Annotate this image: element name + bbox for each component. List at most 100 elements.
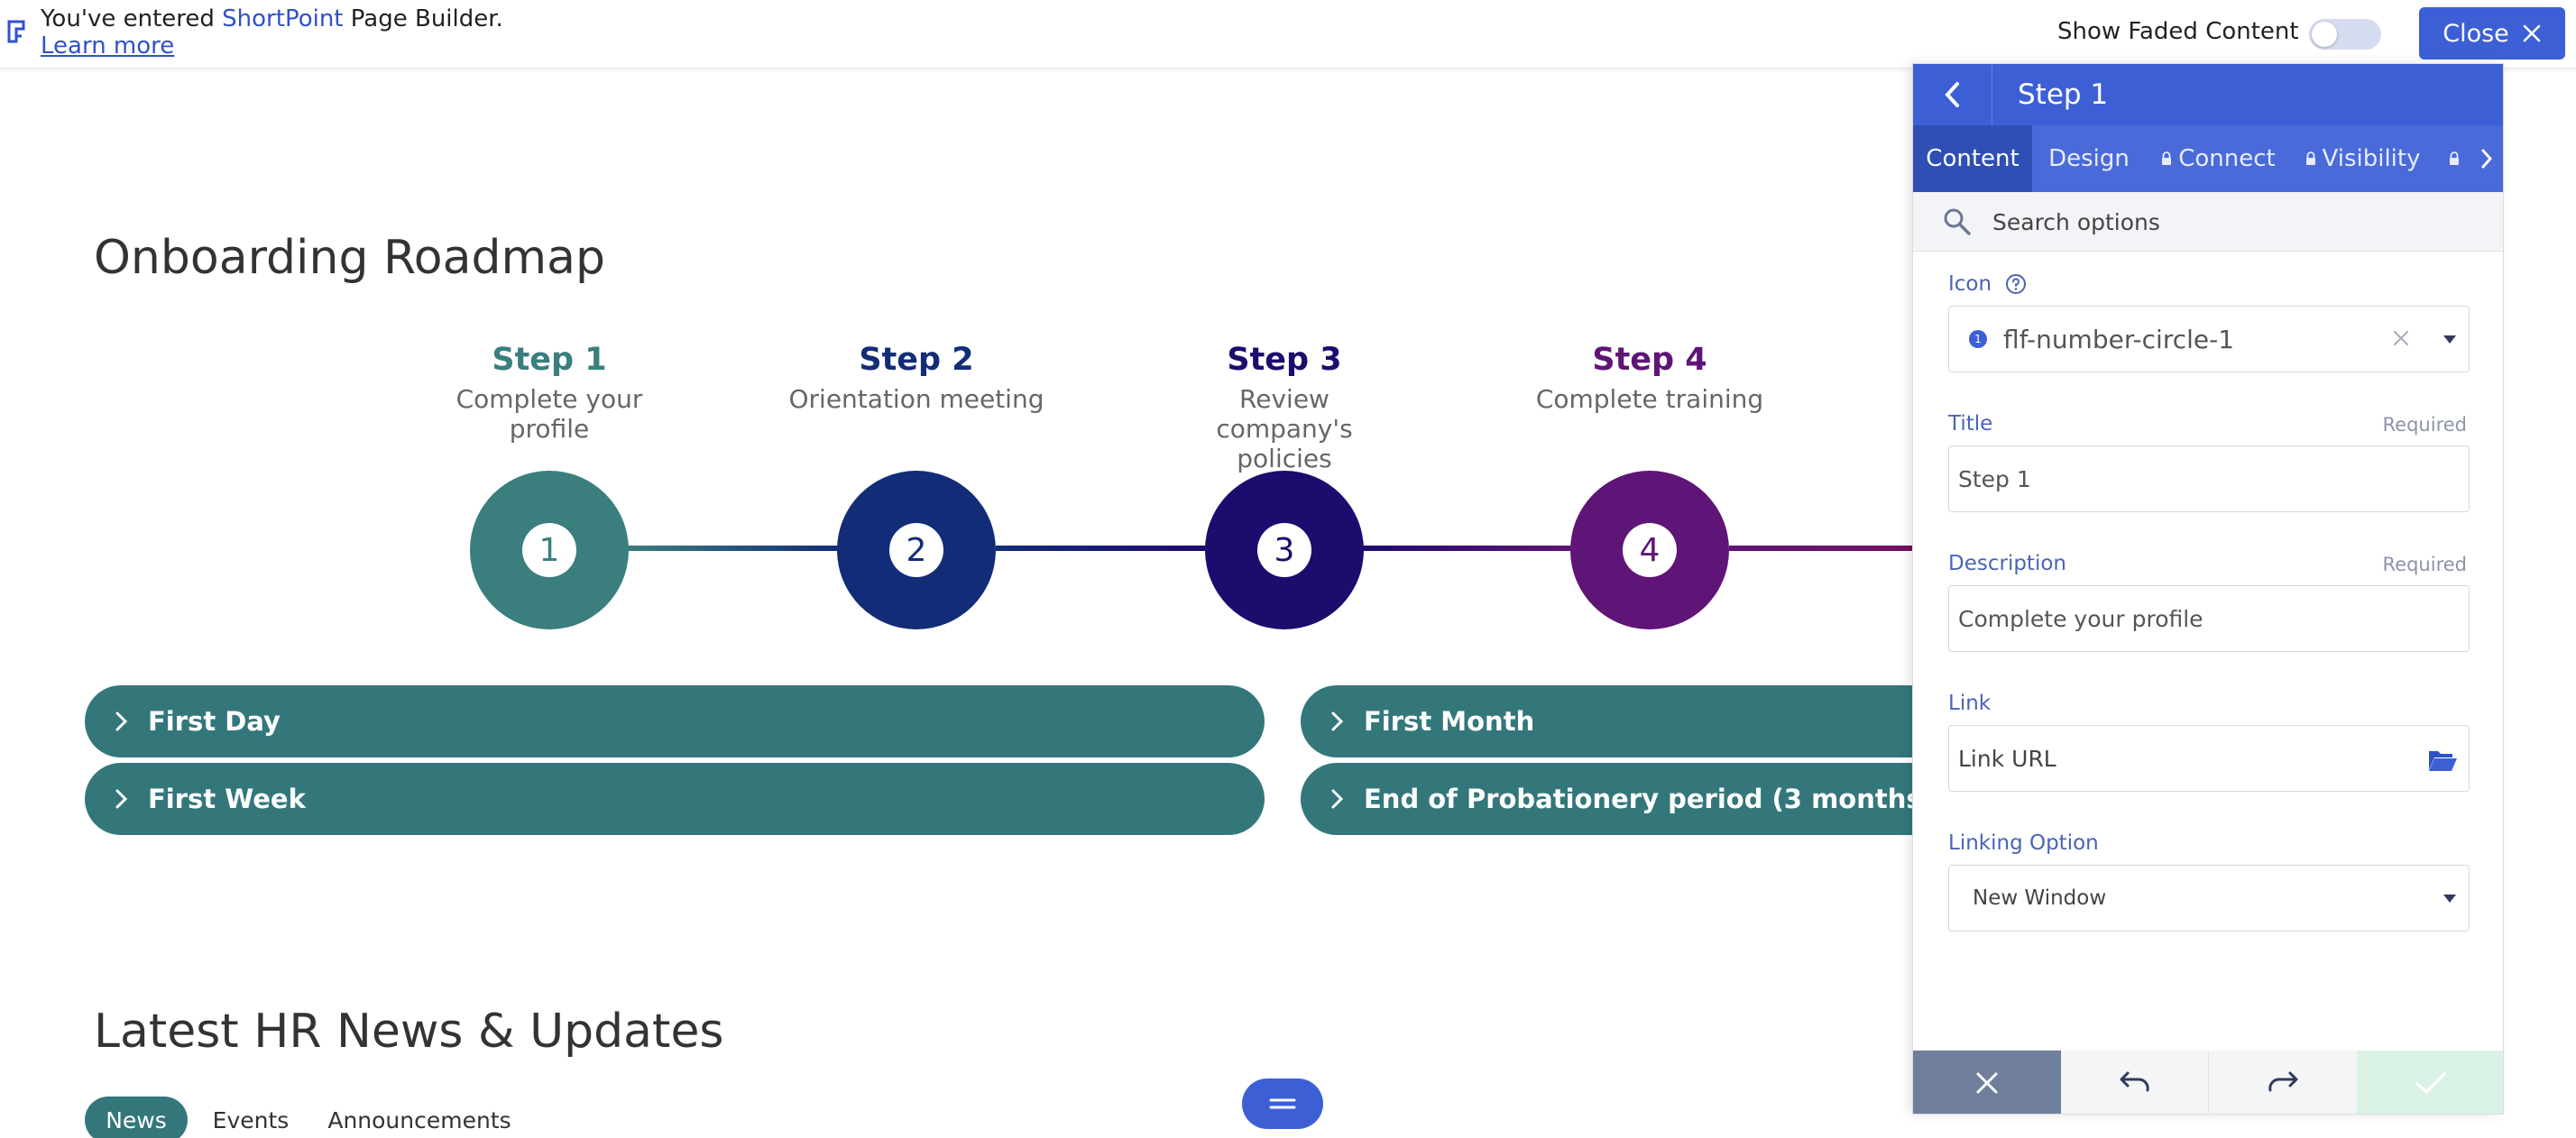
back-button[interactable] xyxy=(1913,64,1992,125)
apply-button[interactable] xyxy=(2357,1051,2503,1114)
show-faded-content-label: Show Faded Content xyxy=(2057,18,2299,45)
tab-more-locked[interactable] xyxy=(2440,125,2469,192)
step-description: Review company's policies xyxy=(1216,384,1353,473)
banner-brand: ShortPoint xyxy=(222,5,344,32)
step-description: Complete training xyxy=(1535,384,1764,414)
tab-design[interactable]: Design xyxy=(2032,125,2146,192)
chevron-right-icon xyxy=(115,711,128,731)
title-required-label: Required xyxy=(2382,414,2467,436)
description-input-value: Complete your profile xyxy=(1958,605,2203,632)
search-options-input[interactable] xyxy=(1992,201,2479,243)
link-field-label: Link xyxy=(1948,692,1992,715)
caret-down-icon xyxy=(2443,895,2456,903)
step-2-header: Step 2 Orientation meeting xyxy=(781,339,1052,414)
step-3-circle[interactable]: 3 xyxy=(1205,471,1364,629)
step-connector xyxy=(628,546,839,551)
banner-suffix: Page Builder. xyxy=(343,5,503,32)
linking-option-value: New Window xyxy=(1973,886,2107,910)
news-tab-announcements[interactable]: Announcements xyxy=(327,1106,511,1133)
description-field-label: Description xyxy=(1948,552,2066,575)
lock-icon xyxy=(2162,151,2172,165)
banner-text: You've entered ShortPoint Page Builder. xyxy=(41,5,503,32)
toggle-knob xyxy=(2312,22,2337,47)
step-settings-panel: Step 1 Content Design Connect Visibility… xyxy=(1912,63,2504,1115)
accordion-label: End of Probationery period (3 months) xyxy=(1364,784,1934,814)
icon-select-value: flf-number-circle-1 xyxy=(2003,324,2235,354)
title-field-label: Title xyxy=(1948,412,1993,436)
undo-button[interactable] xyxy=(2061,1051,2209,1114)
redo-icon xyxy=(2268,1071,2298,1092)
builder-menu-button[interactable] xyxy=(1242,1078,1323,1129)
title-input[interactable]: Step 1 xyxy=(1948,445,2470,512)
news-section-title: Latest HR News & Updates xyxy=(94,1005,724,1059)
panel-tabs: Content Design Connect Visibility xyxy=(1913,125,2503,192)
step-number: 3 xyxy=(1257,523,1311,577)
close-button-label: Close xyxy=(2443,19,2509,48)
search-icon xyxy=(1944,208,1971,235)
panel-footer xyxy=(1913,1051,2503,1114)
icon-select[interactable]: 1 flf-number-circle-1 xyxy=(1948,306,2470,372)
close-builder-button[interactable]: Close xyxy=(2419,7,2565,60)
accordion-first-week[interactable]: First Week xyxy=(85,763,1265,835)
accordion-label: First Day xyxy=(148,706,281,737)
accordion-end-of-probation[interactable]: End of Probationery period (3 months) xyxy=(1301,763,1950,835)
step-number: 4 xyxy=(1623,523,1677,577)
tab-label: Connect xyxy=(2178,145,2276,172)
tab-connect[interactable]: Connect xyxy=(2146,125,2290,192)
tab-content[interactable]: Content xyxy=(1913,125,2032,192)
discard-button[interactable] xyxy=(1913,1051,2061,1114)
tab-visibility[interactable]: Visibility xyxy=(2290,125,2434,192)
clear-icon[interactable] xyxy=(2391,328,2411,348)
step-3-header: Step 3 Review company's policies xyxy=(1149,339,1420,473)
step-number: 2 xyxy=(889,523,943,577)
panel-header: Step 1 xyxy=(1913,64,2503,125)
undo-icon xyxy=(2120,1071,2149,1092)
icon-field-label: Icon xyxy=(1948,272,1992,296)
step-title: Step 2 xyxy=(859,342,974,378)
step-1-circle[interactable]: 1 xyxy=(470,471,629,629)
tab-label: Content xyxy=(1926,145,2019,172)
learn-more-link[interactable]: Learn more xyxy=(41,32,175,60)
title-input-value: Step 1 xyxy=(1958,465,2031,492)
show-faded-content-toggle[interactable] xyxy=(2309,19,2381,50)
news-tab-news[interactable]: News xyxy=(85,1097,188,1138)
roadmap-title: Onboarding Roadmap xyxy=(94,231,605,285)
step-4-header: Step 4 Complete training xyxy=(1514,339,1785,414)
step-2-circle[interactable]: 2 xyxy=(837,471,996,629)
linking-option-label: Linking Option xyxy=(1948,831,2099,855)
lock-icon xyxy=(2305,151,2315,165)
description-required-label: Required xyxy=(2382,554,2467,575)
chevron-left-icon xyxy=(1944,82,1959,107)
lock-icon xyxy=(2450,151,2459,165)
chevron-right-icon xyxy=(1331,789,1344,809)
step-title: Step 4 xyxy=(1592,342,1707,378)
step-description: Orientation meeting xyxy=(788,384,1044,414)
help-icon[interactable] xyxy=(2005,273,2027,295)
number-circle-icon: 1 xyxy=(1969,330,1987,348)
caret-down-icon xyxy=(2443,335,2456,344)
step-connector xyxy=(1729,546,1918,551)
description-input[interactable]: Complete your profile xyxy=(1948,585,2470,652)
accordion-label: First Month xyxy=(1364,706,1535,737)
accordion-first-day[interactable]: First Day xyxy=(85,685,1265,757)
chevron-right-icon xyxy=(1331,711,1344,731)
chevron-right-icon xyxy=(2481,149,2493,169)
tab-label: Visibility xyxy=(2322,145,2421,172)
link-url-input[interactable]: Link URL xyxy=(1948,725,2470,792)
accordion-first-month[interactable]: First Month xyxy=(1301,685,1950,757)
folder-open-icon[interactable] xyxy=(2427,748,2458,773)
redo-button[interactable] xyxy=(2209,1051,2357,1114)
step-1-header: Step 1 Complete your profile xyxy=(414,339,685,444)
banner-prefix: You've entered xyxy=(41,5,223,32)
linking-option-select[interactable]: New Window xyxy=(1948,865,2470,932)
page-builder-banner: You've entered ShortPoint Page Builder. … xyxy=(0,0,2576,69)
step-4-circle[interactable]: 4 xyxy=(1570,471,1729,629)
accordion-label: First Week xyxy=(148,784,306,814)
close-icon xyxy=(1976,1072,1998,1094)
step-description: Complete your profile xyxy=(455,384,643,444)
step-title: Step 1 xyxy=(492,342,607,378)
news-tab-events[interactable]: Events xyxy=(212,1106,290,1133)
check-icon xyxy=(2415,1072,2446,1094)
close-icon xyxy=(2523,24,2541,42)
tabs-scroll-right-button[interactable] xyxy=(2469,125,2503,192)
